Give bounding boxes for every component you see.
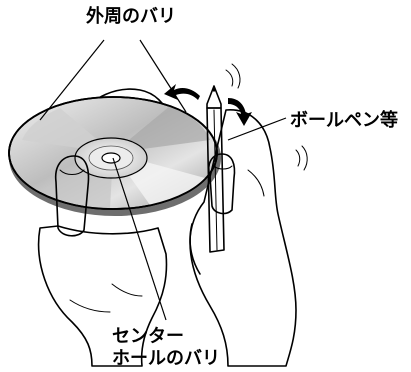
leader-lines	[39, 39, 287, 321]
disc	[8, 96, 221, 216]
label-center-hole-line2: ホールのバリ	[112, 348, 220, 369]
center-hole	[101, 152, 121, 164]
label-ballpoint-pen: ボールペン等	[290, 109, 398, 131]
motion-marks	[295, 145, 308, 171]
ballpoint-pen	[206, 63, 241, 253]
label-center-hole-line1: センター	[112, 326, 184, 347]
left-thumb	[54, 155, 90, 237]
label-outer-burr: 外周のバリ	[86, 5, 176, 27]
rotation-arrows	[164, 84, 252, 126]
